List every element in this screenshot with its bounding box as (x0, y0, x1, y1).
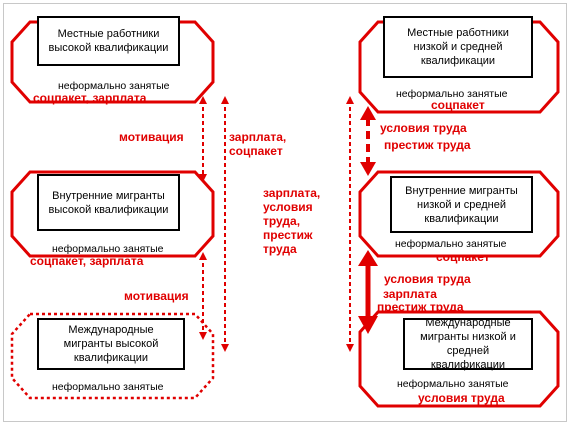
motivation-label-2: мотивация (124, 289, 189, 303)
informal-label: неформально занятые (397, 378, 509, 390)
box-local-low-label: Местные работники низкой и средней квали… (407, 27, 509, 67)
local-high-tag: соцпакет, зарплата (33, 91, 147, 105)
informal-label: неформально занятые (58, 80, 170, 92)
local-low-tag: соцпакет (431, 98, 485, 112)
box-internal-high: Внутренние мигранты высокой квалификации (37, 174, 180, 231)
box-international-high: Международные мигранты высокой квалифика… (37, 318, 185, 370)
box-internal-low: Внутренние мигранты низкой и средней ква… (390, 176, 533, 233)
box-international-low-label: Международные мигранты низкой и средней … (420, 317, 516, 371)
prestige-label: престиж труда (384, 138, 471, 152)
informal-label: неформально занятые (52, 243, 164, 255)
box-local-high-label: Местные работники высокой квалификации (48, 28, 169, 54)
informal-label: неформально занятые (396, 88, 508, 100)
conditions-label-1: условия труда (380, 121, 467, 135)
salary-label: зарплата (383, 287, 437, 301)
international-low-tag: условия труда (418, 391, 505, 405)
arrow-internal-to-international-low (358, 250, 378, 334)
box-international-low: Международные мигранты низкой и средней … (403, 317, 533, 371)
conditions-label-2: условия труда (384, 272, 471, 286)
box-internal-high-label: Внутренние мигранты высокой квалификации (48, 189, 169, 216)
prestige-conditions-label: престиж труда (377, 300, 464, 314)
arrow-local-to-internal-low (360, 106, 376, 176)
box-local-high: Местные работники высокой квалификации (37, 16, 180, 66)
box-internal-low-label: Внутренние мигранты низкой и средней ква… (405, 184, 518, 225)
informal-label: неформально занятые (52, 381, 164, 393)
internal-low-tag: соцпакет (436, 250, 490, 264)
informal-label: неформально занятые (395, 238, 507, 250)
box-local-low: Местные работники низкой и средней квали… (383, 16, 533, 78)
salary-conditions-prestige-label: зарплата, условия труда, престиж труда (263, 186, 321, 256)
motivation-label-1: мотивация (119, 130, 184, 144)
salary-social-label: зарплата, соцпакет (229, 130, 287, 158)
internal-high-tag: соцпакет, зарплата (30, 254, 144, 268)
box-international-high-label: Международные мигранты высокой квалифика… (63, 324, 159, 364)
